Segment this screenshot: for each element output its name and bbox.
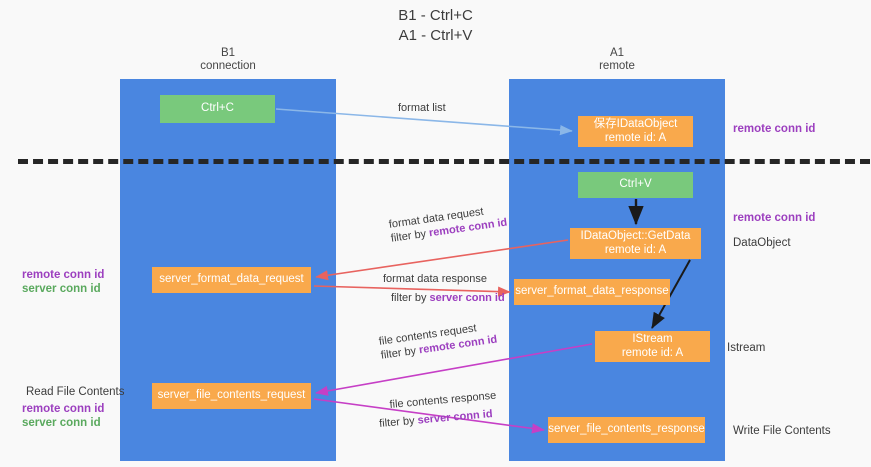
lane-header-b1-sub: connection	[200, 60, 256, 72]
node-server-format-data-request-label: server_format_data_request	[159, 273, 304, 286]
filter-key-server-conn-id: server conn id	[429, 292, 505, 304]
node-istream-label: IStream	[632, 333, 673, 345]
node-server-format-data-response[interactable]: server_format_data_response	[514, 279, 670, 305]
annotation-write-file-contents: Write File Contents	[733, 425, 831, 437]
node-server-file-contents-response[interactable]: server_file_contents_response	[548, 417, 705, 443]
lane-header-b1-name: B1	[220, 47, 236, 59]
annotation-left-conn-ids-bottom: remote conn id server conn id	[22, 402, 104, 430]
annotation-left-server-conn-id-bottom: server conn id	[22, 417, 101, 429]
node-save-idataobject-sub: remote id: A	[604, 131, 667, 144]
annotation-istream: Istream	[727, 342, 766, 354]
filter-prefix: filter by	[378, 414, 419, 430]
node-server-file-contents-response-label: server_file_contents_response	[548, 423, 705, 436]
edge-label-format-data-response-text: format data response	[383, 273, 487, 285]
lane-header-b1: B1 connection	[120, 47, 336, 73]
edge-label-format-data-request: format data request filter by remote con…	[388, 202, 508, 246]
phase-divider	[18, 159, 870, 164]
filter-prefix: filter by	[390, 227, 430, 245]
lane-header-a1-name: A1	[609, 47, 625, 59]
annotation-left-remote-conn-id-mid: remote conn id	[22, 269, 105, 281]
node-idataobject-getdata-label: IDataObject::GetData	[580, 230, 691, 242]
node-istream-sub: remote id: A	[621, 346, 684, 359]
edge-label-file-contents-response: file contents response filter by server …	[379, 389, 498, 430]
filter-prefix: filter by	[391, 292, 430, 304]
node-ctrl-v[interactable]: Ctrl+V	[578, 172, 693, 198]
node-ctrl-c-label: Ctrl+C	[201, 102, 234, 115]
title-line-2: A1 - Ctrl+V	[398, 27, 473, 44]
lane-header-a1: A1 remote	[509, 47, 725, 73]
annotation-read-file-contents: Read File Contents	[26, 386, 125, 398]
filter-prefix: filter by	[380, 344, 420, 362]
annotation-left-remote-conn-id-bottom: remote conn id	[22, 403, 105, 415]
annotation-left-conn-ids-mid: remote conn id server conn id	[22, 268, 104, 296]
annotation-remote-conn-id-top: remote conn id	[733, 123, 816, 135]
node-idataobject-getdata[interactable]: IDataObject::GetData remote id: A	[570, 228, 701, 259]
node-istream[interactable]: IStream remote id: A	[595, 331, 710, 362]
lane-header-a1-sub: remote	[599, 60, 635, 72]
annotation-left-server-conn-id-mid: server conn id	[22, 283, 101, 295]
title-line-1: B1 - Ctrl+C	[398, 7, 473, 24]
node-save-idataobject[interactable]: 保存IDataObject remote id: A	[578, 116, 693, 147]
edge-label-format-list: format list	[398, 101, 446, 115]
node-server-file-contents-request-label: server_file_contents_request	[157, 389, 306, 402]
node-save-idataobject-label: 保存IDataObject	[593, 118, 678, 130]
filter-key-server-conn-id: server conn id	[417, 408, 494, 427]
node-ctrl-c[interactable]: Ctrl+C	[160, 95, 275, 123]
node-ctrl-v-label: Ctrl+V	[619, 178, 652, 191]
edge-label-format-data-response: format data response filter by server co…	[383, 272, 505, 305]
diagram-title: B1 - Ctrl+C A1 - Ctrl+V	[0, 6, 871, 46]
annotation-dataobject: DataObject	[733, 237, 791, 249]
node-idataobject-getdata-sub: remote id: A	[604, 243, 667, 256]
edge-label-format-list-text: format list	[398, 102, 446, 114]
node-server-format-data-response-label: server_format_data_response	[515, 285, 669, 298]
node-server-file-contents-request[interactable]: server_file_contents_request	[152, 383, 311, 409]
annotation-remote-conn-id-mid: remote conn id	[733, 212, 816, 224]
edge-label-format-data-response-filter: filter by server conn id	[391, 291, 505, 305]
edge-label-file-contents-request: file contents request filter by remote c…	[378, 319, 498, 363]
node-server-format-data-request[interactable]: server_format_data_request	[152, 267, 311, 293]
